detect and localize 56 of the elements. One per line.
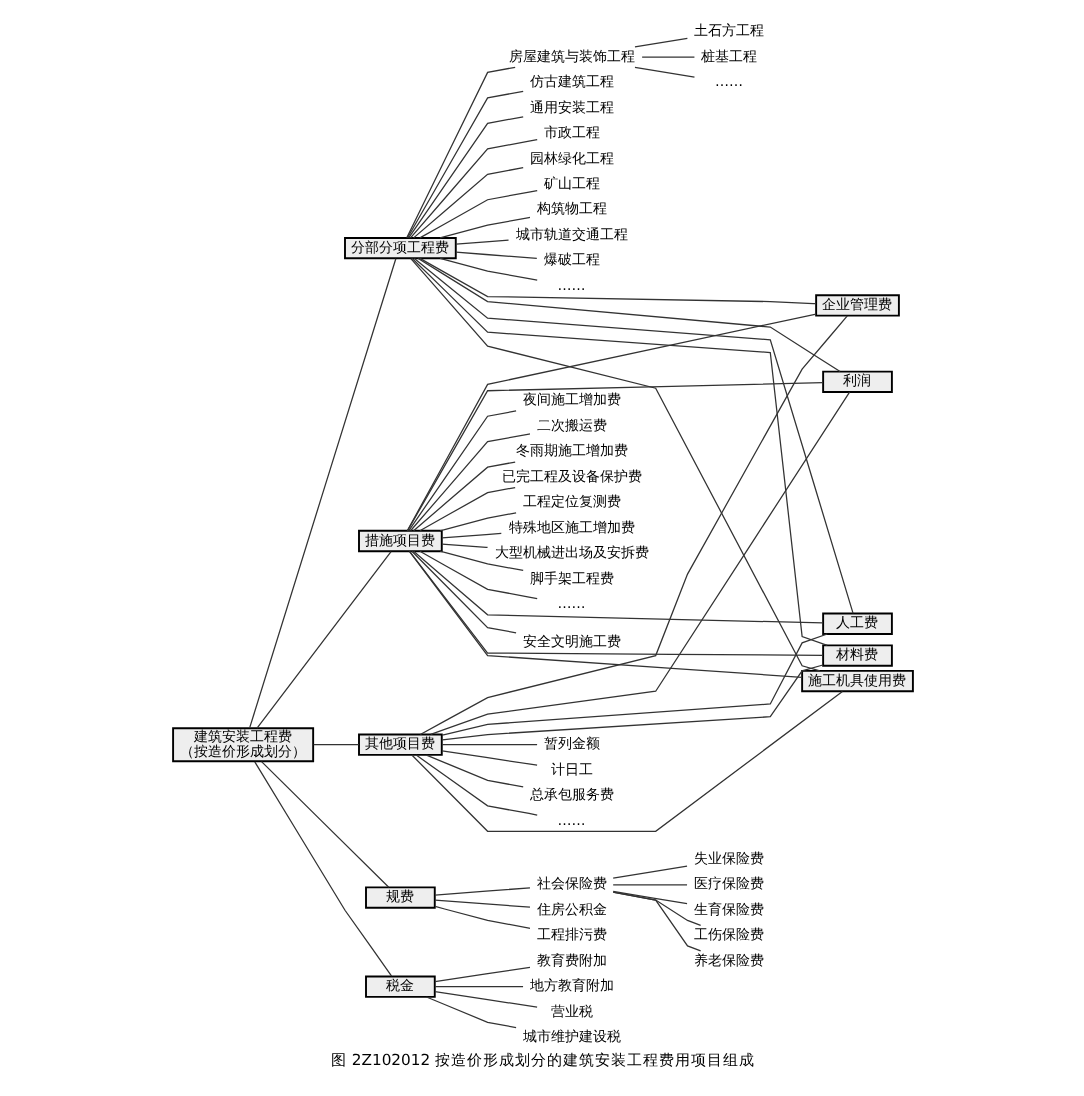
connector	[412, 550, 823, 624]
connector	[424, 754, 523, 788]
connector	[408, 433, 530, 532]
connector	[440, 750, 537, 766]
connector	[438, 216, 530, 239]
connector	[438, 550, 523, 572]
connector	[410, 550, 516, 634]
connector	[438, 512, 516, 532]
connector	[429, 391, 850, 735]
connector	[438, 257, 537, 281]
connector	[433, 986, 523, 988]
connector	[440, 633, 827, 736]
connector	[440, 664, 823, 741]
connector	[454, 239, 509, 245]
connector	[611, 884, 687, 886]
connector	[405, 90, 523, 239]
connector	[259, 761, 389, 888]
connector	[407, 116, 523, 239]
connector	[640, 56, 695, 58]
connector	[433, 991, 537, 1008]
connector	[433, 899, 530, 908]
connector	[408, 139, 537, 239]
connector	[418, 315, 847, 736]
connector	[433, 905, 530, 929]
connector	[418, 257, 816, 305]
connector	[410, 690, 843, 832]
connector	[407, 550, 802, 678]
connector	[418, 550, 537, 600]
connector	[633, 66, 695, 78]
connector	[440, 532, 501, 539]
connector	[405, 313, 816, 532]
connector	[405, 382, 823, 532]
connector	[407, 550, 823, 656]
connector	[418, 486, 515, 532]
connector	[633, 37, 687, 48]
connector	[405, 66, 515, 239]
connector	[418, 189, 537, 239]
connector	[248, 258, 396, 729]
connector	[611, 891, 701, 927]
connector	[414, 754, 537, 816]
connector	[433, 887, 530, 896]
connector	[440, 744, 537, 746]
connector	[611, 891, 701, 952]
connector	[611, 865, 687, 879]
connector	[255, 551, 391, 729]
connector	[611, 890, 687, 905]
connector	[424, 996, 516, 1029]
connector	[412, 167, 523, 239]
connector	[433, 966, 530, 983]
connector	[253, 761, 392, 977]
connector	[311, 744, 359, 746]
connector	[412, 461, 515, 532]
connector	[440, 543, 488, 549]
connector	[454, 251, 537, 259]
connector	[407, 410, 516, 532]
connector	[416, 257, 840, 373]
